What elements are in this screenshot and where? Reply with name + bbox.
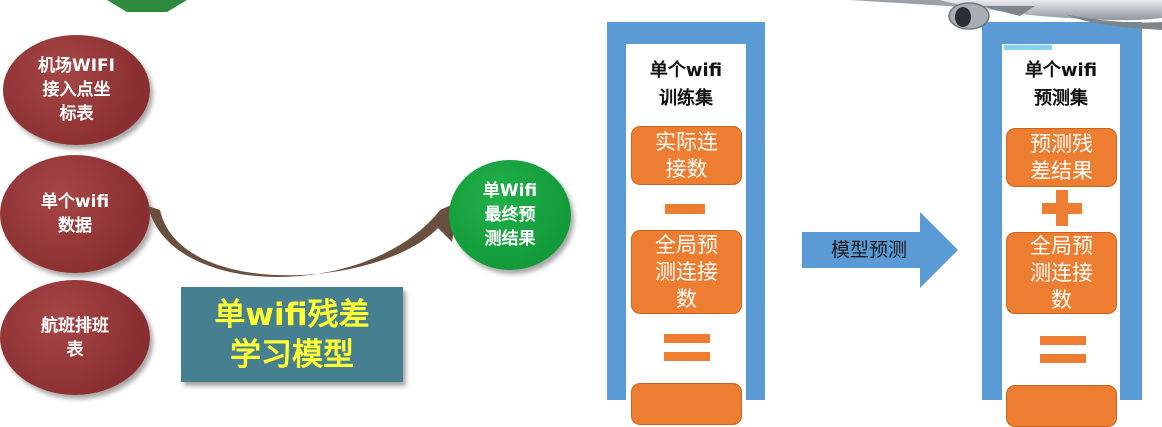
- curved-arrow: [148, 202, 458, 278]
- predict-panel-title: 单个wifi 预测集: [1024, 60, 1098, 109]
- prediction-arrow-label: 模型预测: [830, 239, 907, 261]
- predict-global-prediction: 全局预 测连接 数: [1006, 232, 1117, 314]
- equals-icon: [664, 334, 710, 343]
- train-global-prediction: 全局预 测连接 数: [631, 230, 742, 314]
- train-residual-box: [631, 383, 742, 425]
- equals-icon-predict-bar2: [1040, 354, 1086, 363]
- input-airport-label: 机场WIFI 接入点坐 标表: [37, 56, 115, 124]
- top-green-shape: [107, 0, 187, 12]
- prediction-arrow: [802, 212, 958, 288]
- output-final-result: 单Wifi 最终预 测结果: [449, 160, 571, 270]
- predict-final-box: [1006, 385, 1117, 427]
- residual-model-box: 单wifi残差 学习模型: [181, 287, 403, 382]
- equals-icon-bar2: [664, 352, 710, 361]
- input-flight-label: 航班排班 表: [41, 315, 109, 360]
- airplane-icon: [850, 0, 1162, 30]
- plus-icon: [1056, 190, 1068, 226]
- input-single-wifi-data: 单个wifi 数据: [0, 155, 150, 273]
- equals-icon-predict: [1040, 336, 1086, 345]
- predict-residual-result: 预测残 差结果: [1006, 128, 1117, 187]
- input-airport-wifi-coords: 机场WIFI 接入点坐 标表: [3, 35, 150, 145]
- predict-panel-accent: [1004, 45, 1052, 50]
- minus-icon: [665, 204, 705, 214]
- train-actual-connections: 实际连 接数: [631, 126, 742, 185]
- train-panel-title: 单个wifi 训练集: [649, 60, 723, 109]
- input-flight-schedule: 航班排班 表: [0, 280, 150, 395]
- input-wifi-data-label: 单个wifi 数据: [40, 192, 110, 236]
- output-final-label: 单Wifi 最终预 测结果: [482, 181, 538, 249]
